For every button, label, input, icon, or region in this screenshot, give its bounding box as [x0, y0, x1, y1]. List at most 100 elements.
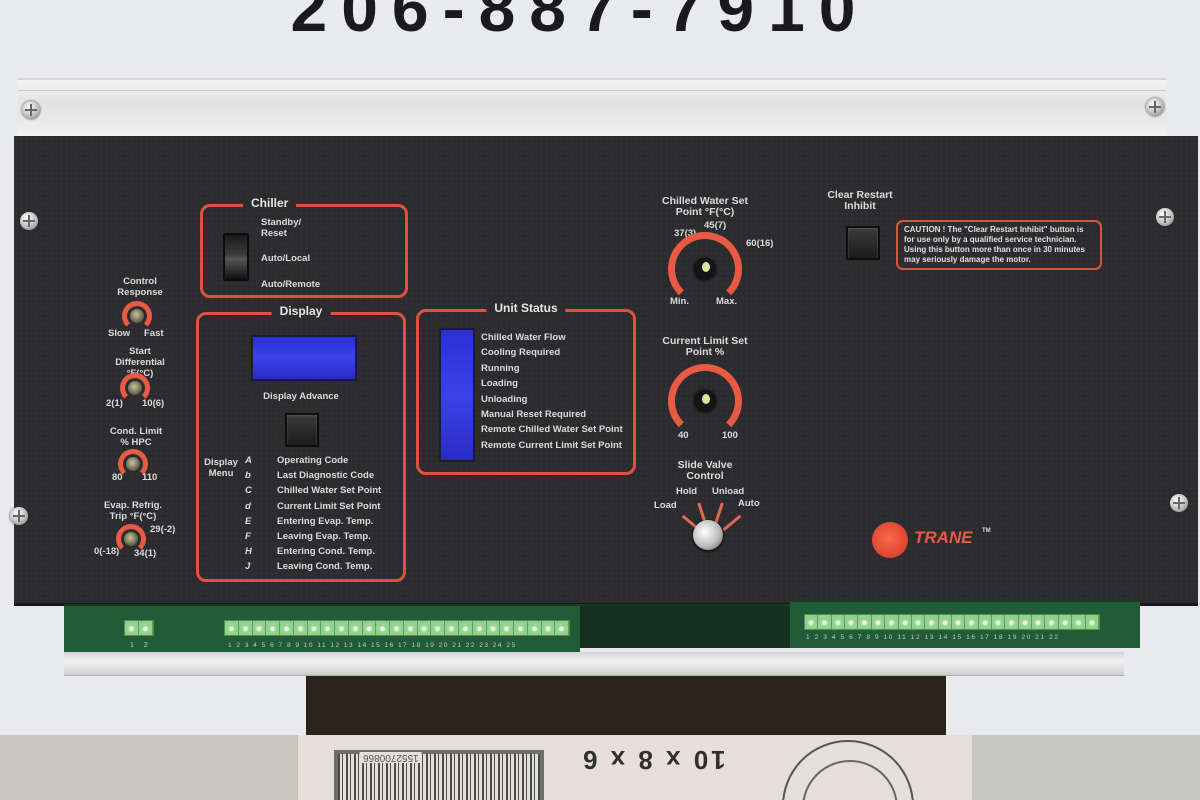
start-differential-knob[interactable]: [120, 373, 150, 403]
knob-min-label: 0(-18): [94, 546, 120, 557]
control-response-knob[interactable]: [122, 301, 152, 331]
floor: [0, 735, 296, 800]
knob-max-label: 10(6): [142, 398, 165, 409]
terminal-screw-icon: [541, 621, 556, 635]
unit-status-title: Unit Status: [486, 301, 566, 315]
chassis-base: [64, 652, 1124, 676]
terminal-screw-icon: [831, 615, 846, 629]
terminal-screw-icon: [514, 621, 528, 635]
terminal-screw-icon: [951, 615, 966, 629]
unit-status-item: Unloading: [481, 393, 528, 405]
terminal-screw-icon: [818, 615, 832, 629]
scale-high-label: 60(16): [746, 238, 774, 249]
terminal-screw-icon: [280, 621, 294, 635]
menu-label: Chilled Water Set Point: [277, 485, 382, 497]
screw-icon: [1170, 494, 1188, 512]
knob-min-label: 80: [112, 472, 123, 483]
lcd-display: [251, 335, 357, 381]
menu-code: E: [245, 515, 252, 527]
terminal-screw-icon: [938, 615, 952, 629]
current-limit-setpoint-label: Current Limit Set Point %: [662, 335, 748, 358]
slide-valve-label: Slide Valve Control: [677, 459, 733, 482]
chiller-section: Chiller Standby/ Reset Auto/Local Auto/R…: [200, 196, 408, 298]
unit-status-item: Cooling Required: [481, 347, 561, 359]
knob-max-label: Fast: [144, 328, 164, 339]
terminal-screw-icon: [1058, 615, 1073, 629]
menu-label: Leaving Evap. Temp.: [277, 530, 371, 542]
terminal-screw-icon: [978, 615, 993, 629]
chiller-mode-switch[interactable]: [223, 233, 249, 281]
terminal-block-right: [804, 614, 1100, 630]
menu-label: Entering Evap. Temp.: [277, 515, 374, 527]
terminal-screw-icon: [845, 615, 859, 629]
display-menu-item: E Entering Evap. Temp.: [245, 516, 405, 531]
knob-max-label: 34(1): [134, 548, 157, 559]
terminal-screw-icon: [858, 615, 872, 629]
unit-status-item: Manual Reset Required: [481, 408, 587, 420]
terminal-screw-icon: [335, 621, 349, 635]
menu-code: J: [245, 561, 251, 573]
clear-restart-inhibit-button[interactable]: [846, 226, 880, 260]
terminal-numbers: 1 2 3 4 5 6 7 8 9 10 11 12 13 14 15 16 1…: [228, 642, 517, 649]
display-advance-button[interactable]: [285, 413, 319, 447]
terminal-screw-icon: [1005, 615, 1019, 629]
terminal-screw-icon: [390, 621, 404, 635]
menu-label: Entering Cond. Temp.: [277, 546, 375, 558]
status-led-bar: [439, 328, 475, 462]
menu-code: H: [245, 546, 252, 558]
terminal-screw-icon: [376, 621, 391, 635]
chilled-water-setpoint-knob[interactable]: [668, 232, 742, 306]
display-menu-item: F Leaving Evap. Temp.: [245, 531, 405, 546]
mounting-rail: [18, 78, 1166, 140]
evap-refrig-trip-knob[interactable]: [116, 524, 146, 554]
terminal-screw-icon: [252, 621, 267, 635]
terminal-screw-icon: [238, 621, 253, 635]
terminal-numbers: 1 2 3 4 5 6 7 8 9 10 11 12 13 14 15 16 1…: [806, 634, 1060, 641]
caution-notice: CAUTION ! The "Clear Restart Inhibit" bu…: [896, 220, 1102, 270]
terminal-screw-icon: [403, 621, 418, 635]
terminal-screw-icon: [1018, 615, 1033, 629]
terminal-screw-icon: [225, 621, 239, 635]
terminal-screw-icon: [965, 615, 979, 629]
valve-position-hold: Hold: [676, 486, 698, 497]
terminal-numbers: 1 2: [130, 642, 152, 649]
menu-code: d: [245, 500, 251, 512]
scale-mid-label: 45(7): [704, 220, 727, 231]
terminal-screw-icon: [1085, 615, 1099, 629]
unit-status-item: Remote Chilled Water Set Point: [481, 424, 623, 436]
terminal-screw-icon: [266, 621, 281, 635]
current-limit-setpoint-knob[interactable]: [668, 364, 742, 438]
terminal-screw-icon: [898, 615, 912, 629]
terminal-screw-icon: [348, 621, 363, 635]
knob-min-label: 40: [678, 430, 689, 441]
menu-code: F: [245, 530, 251, 542]
cond-limit-label: Cond. Limit % HPC: [109, 426, 163, 448]
floor: [972, 735, 1200, 800]
terminal-screw-icon: [527, 621, 542, 635]
menu-code: A: [245, 455, 252, 466]
menu-label: Last Diagnostic Code: [277, 470, 375, 482]
chiller-title: Chiller: [243, 196, 297, 210]
terminal-screw-icon: [805, 615, 819, 629]
menu-code: b: [245, 470, 251, 482]
slide-valve-selector[interactable]: [693, 520, 723, 550]
display-menu-label: Display Menu: [204, 457, 238, 479]
box-size-label: 10 x 8 x 6: [580, 745, 726, 775]
terminal-screw-icon: [885, 615, 899, 629]
cond-limit-knob[interactable]: [118, 449, 148, 479]
valve-indicator-line: [722, 514, 742, 532]
display-menu-item: H Entering Cond. Temp.: [245, 546, 405, 561]
unit-status-item: Remote Current Limit Set Point: [481, 439, 622, 451]
terminal-screw-icon: [500, 621, 515, 635]
control-response-label: Control Response: [117, 276, 163, 298]
terminal-screw-icon: [555, 621, 570, 635]
unit-status-item: Loading: [481, 378, 518, 390]
unit-status-item: Chilled Water Flow: [481, 332, 566, 343]
terminal-screw-icon: [1072, 615, 1086, 629]
display-title: Display: [271, 304, 331, 318]
